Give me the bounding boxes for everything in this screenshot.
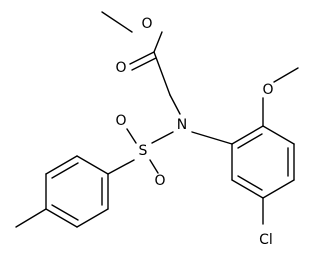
bond-tol-2	[45, 155, 78, 175]
aryl-group	[191, 67, 299, 225]
ester-group	[101, 11, 181, 115]
bond-ch2-n	[169, 94, 181, 115]
bond-carbonylc-o-double-a	[129, 51, 155, 65]
bond-ar-inner-1	[237, 133, 263, 149]
bond-s-o-bottom	[149, 159, 159, 174]
bond-omethoxy-methyl	[273, 67, 299, 83]
atom-o-methoxy: O	[262, 82, 273, 98]
atom-labels: O O N S O O O Cl	[115, 16, 273, 248]
bond-s-ring	[107, 159, 135, 175]
bond-oester-carbonylc	[153, 31, 163, 53]
atom-o-sulfonyl-top: O	[115, 113, 126, 129]
bond-n-s	[151, 131, 174, 144]
bond-ar-1	[231, 125, 264, 145]
bond-s-o-top	[126, 128, 137, 144]
bond-tol-4	[45, 208, 78, 228]
tosyl-group	[15, 128, 174, 228]
bond-methyl-oester	[101, 11, 133, 33]
atom-o-ester: O	[141, 16, 152, 32]
atom-sulfur: S	[139, 143, 148, 159]
bond-tol-methyl	[15, 208, 47, 228]
atom-o-carbonyl: O	[115, 60, 126, 76]
atom-o-sulfonyl-bottom: O	[154, 173, 165, 189]
molecule-canvas: O O N S O O O Cl	[15, 11, 299, 248]
bond-carbonylc-ch2	[153, 51, 171, 96]
bond-ar-4	[262, 179, 295, 199]
bond-tol-1	[76, 155, 109, 175]
bond-tol-inner-1	[51, 162, 79, 179]
bond-ar-2	[262, 125, 295, 145]
molecule-structure: O O N S O O O Cl	[15, 11, 299, 248]
bond-ar-inner-3	[237, 175, 263, 191]
bond-ar-5	[231, 179, 264, 199]
atom-nitrogen: N	[177, 117, 187, 133]
bond-carbonylc-o-double-b	[131, 57, 157, 71]
bond-n-ring	[191, 131, 233, 145]
atom-chlorine: Cl	[259, 232, 273, 248]
bond-tol-inner-2	[51, 204, 79, 221]
bond-tol-5	[76, 208, 109, 228]
